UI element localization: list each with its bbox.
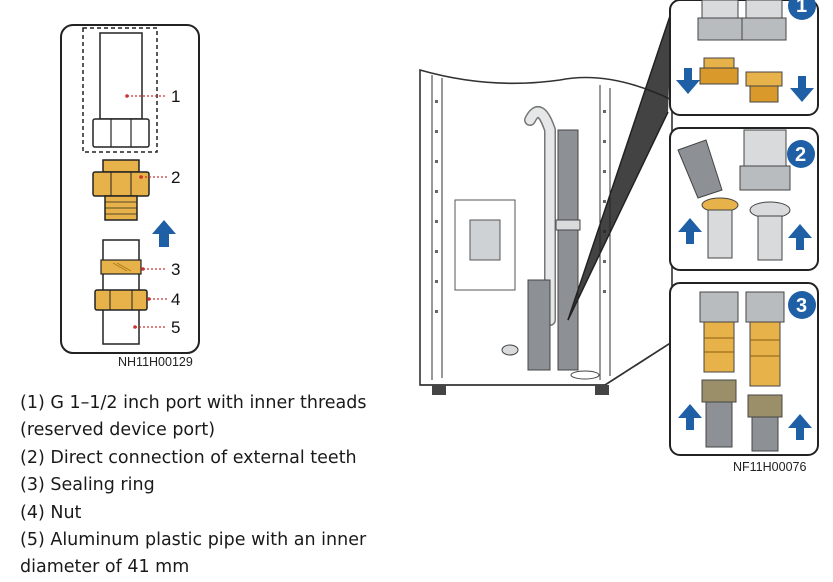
step-3-label: 3 (796, 295, 807, 317)
left-figure-code: NH11H00129 (118, 355, 193, 369)
legend-line: (1) G 1–1/2 inch port with inner threads (20, 393, 367, 413)
cabinet-body (419, 68, 673, 395)
legend-line: (3) Sealing ring (20, 475, 155, 496)
step-1-label: 1 (796, 0, 807, 17)
step3-up-arrow-right-icon (788, 414, 812, 440)
callout-4: 4 (171, 290, 180, 309)
step3-up-arrow-left-icon (678, 404, 702, 430)
reserved-port-dashed-box (82, 27, 158, 153)
step-2-label: 2 (795, 144, 806, 166)
step-3-badge (788, 291, 816, 319)
cabinet-pipe-left (527, 279, 551, 371)
device-port-hex (92, 118, 150, 148)
step-1-panel: 1 (669, 0, 819, 116)
legend-line: (reserved device port) (20, 420, 216, 441)
cabinet-svg: 1 2 (419, 0, 819, 456)
right-figure-code: NF11H00076 (733, 460, 807, 474)
device-port-pipe (99, 32, 143, 120)
legend-line: diameter of 41 mm (20, 557, 190, 578)
legend-line: (2) Direct connection of external teeth (20, 447, 357, 468)
cabinet-pipe-right (557, 129, 579, 371)
callout-3: 3 (171, 260, 180, 279)
step-1-badge (788, 0, 816, 20)
step2-up-arrow-right-icon (788, 224, 812, 250)
legend-line: (4) Nut (20, 502, 82, 523)
lubricant-tube (677, 139, 723, 199)
step2-up-arrow-left-icon (678, 218, 702, 244)
callout-2: 2 (171, 168, 180, 187)
figure-frame (60, 24, 200, 354)
step1-down-arrow-right-icon (790, 76, 814, 102)
step-2-panel: 2 (669, 127, 819, 271)
legend-line: (5) Aluminum plastic pipe with an inner (20, 530, 367, 551)
step1-down-arrow-left-icon (676, 68, 700, 94)
nut (94, 289, 148, 311)
step-3-panel: 3 (669, 282, 819, 456)
callout-5: 5 (171, 318, 180, 337)
fitting-exploded-svg: 1 2 3 4 5 (60, 24, 200, 354)
callout-1: 1 (171, 87, 180, 106)
insert-arrow-icon (152, 220, 176, 247)
cabinet-installation-diagram: 1 2 (410, 0, 830, 480)
brass-fitting-top (102, 159, 140, 173)
step-2-badge (787, 140, 815, 168)
fitting-exploded-diagram: 1 2 3 4 5 (55, 20, 215, 372)
component-legend: (1) G 1–1/2 inch port with inner threads… (20, 390, 410, 582)
